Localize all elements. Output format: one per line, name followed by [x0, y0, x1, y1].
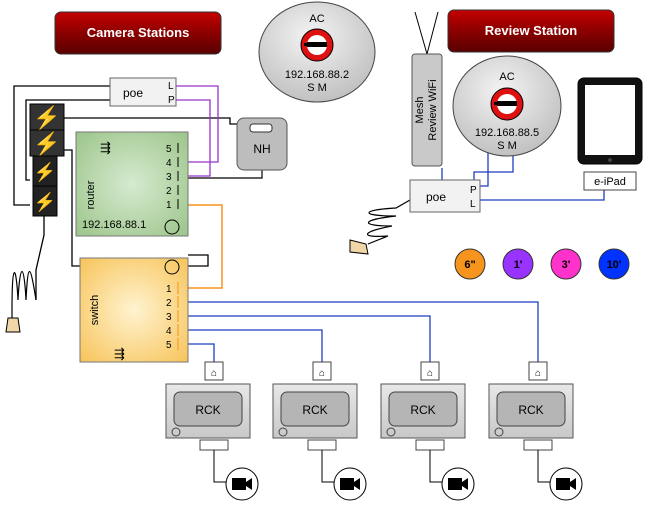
rck-unit-1: ⌂ RCK — [165, 361, 259, 501]
orange-wire — [185, 204, 223, 289]
poe-left-port-l: L — [168, 81, 174, 92]
router-ip: 192.168.88.1 — [82, 219, 146, 231]
ac-left-ports: S M — [307, 82, 327, 94]
usb-icon: ⇶ — [114, 346, 125, 361]
ac-unit-right: AC 192.168.88.5 S M — [452, 55, 562, 157]
router-label: router — [85, 180, 97, 209]
poe-left-port-p: P — [168, 95, 175, 106]
switch-port-3: 3 — [166, 312, 172, 323]
rck-unit-3: ⌂ RCK — [380, 361, 475, 501]
ac-unit-left: AC 192.168.88.2 S M — [258, 1, 376, 103]
rck-unit-4: ⌂ RCK — [488, 361, 583, 501]
nh-device: NH — [236, 117, 288, 171]
ethernet-port-icon: ⌂ — [319, 368, 325, 379]
plug-left — [5, 317, 21, 333]
ac-right-ports: S M — [497, 140, 517, 152]
legend-item-1ft: 1' — [502, 248, 534, 280]
router-port-3: 3 — [166, 172, 172, 183]
poe-right-port-p: P — [470, 185, 477, 196]
switch: switch ⇶ 1 2 3 4 5 — [79, 257, 189, 363]
power-icon: ⚡ — [33, 131, 60, 157]
poe-right: poe P L — [409, 179, 481, 213]
legend-item-6in: 6" — [454, 248, 486, 280]
camera-stations-header: Camera Stations — [54, 11, 222, 55]
rck-label: RCK — [302, 403, 327, 417]
review-station-title: Review Station — [485, 23, 578, 38]
ethernet-port-icon: ⌂ — [427, 368, 433, 379]
ac-logo-icon — [300, 28, 334, 62]
router-port-5: 5 — [166, 144, 172, 155]
rck-label: RCK — [518, 403, 543, 417]
mesh-review-wifi: Mesh Review WiFi — [411, 53, 443, 167]
switch-port-1: 1 — [166, 284, 172, 295]
legend-label: 6" — [464, 259, 475, 271]
router-port-2: 2 — [166, 186, 172, 197]
review-station-header: Review Station — [447, 9, 615, 53]
mesh-label: Mesh — [414, 97, 426, 124]
coiled-cable-right — [367, 199, 411, 245]
nh-label: NH — [253, 142, 270, 156]
rck-label: RCK — [410, 403, 435, 417]
ac-right-ip: 192.168.88.5 — [475, 127, 539, 139]
ac-left-ip: 192.168.88.2 — [285, 69, 349, 81]
power-icon: ⚡ — [34, 161, 56, 183]
power-strip: ⚡ ⚡ ⚡ ⚡ — [29, 103, 65, 217]
switch-port-2: 2 — [166, 298, 172, 309]
power-icon: ⚡ — [33, 105, 60, 131]
blue-wires — [185, 301, 539, 362]
poe-left: poe L P — [109, 77, 177, 107]
rck-unit-2: ⌂ RCK — [272, 361, 367, 501]
legend-item-3ft: 3' — [550, 248, 582, 280]
switch-label: switch — [89, 295, 101, 326]
legend-label: 1' — [514, 259, 523, 271]
legend-item-10ft: 10' — [598, 248, 630, 280]
poe-right-port-l: L — [470, 199, 476, 210]
ethernet-port-icon: ⌂ — [211, 368, 217, 379]
coiled-cable-left — [11, 271, 37, 318]
plug-right — [349, 239, 369, 255]
camera-icon — [556, 478, 576, 490]
ipad-label: e-iPad — [594, 176, 626, 188]
camera-stations-title: Camera Stations — [87, 25, 190, 40]
camera-icon — [340, 478, 360, 490]
poe-right-label: poe — [426, 190, 446, 204]
legend-label: 10' — [607, 259, 622, 271]
purple-wires — [174, 85, 219, 177]
cable-legend: 6" 1' 3' 10' — [454, 248, 630, 280]
mesh-sub-label: Review WiFi — [427, 79, 439, 140]
router-port-1: 1 — [166, 200, 172, 211]
power-icon: ⚡ — [34, 191, 56, 213]
router-port-4: 4 — [166, 158, 172, 169]
legend-label: 3' — [562, 259, 571, 271]
usb-icon: ⇶ — [100, 140, 111, 155]
ac-logo-icon — [490, 87, 524, 121]
switch-port-4: 4 — [166, 326, 172, 337]
router: ⇶ router 192.168.88.1 5 4 3 2 1 — [75, 131, 189, 237]
ipad-device: e-iPad — [577, 77, 643, 191]
ac-left-label: AC — [309, 13, 324, 25]
ac-right-label: AC — [499, 71, 514, 83]
poe-left-label: poe — [123, 86, 143, 100]
camera-icon — [232, 478, 252, 490]
camera-icon — [448, 478, 468, 490]
ethernet-port-icon: ⌂ — [535, 368, 541, 379]
rck-label: RCK — [195, 403, 220, 417]
switch-port-5: 5 — [166, 340, 172, 351]
